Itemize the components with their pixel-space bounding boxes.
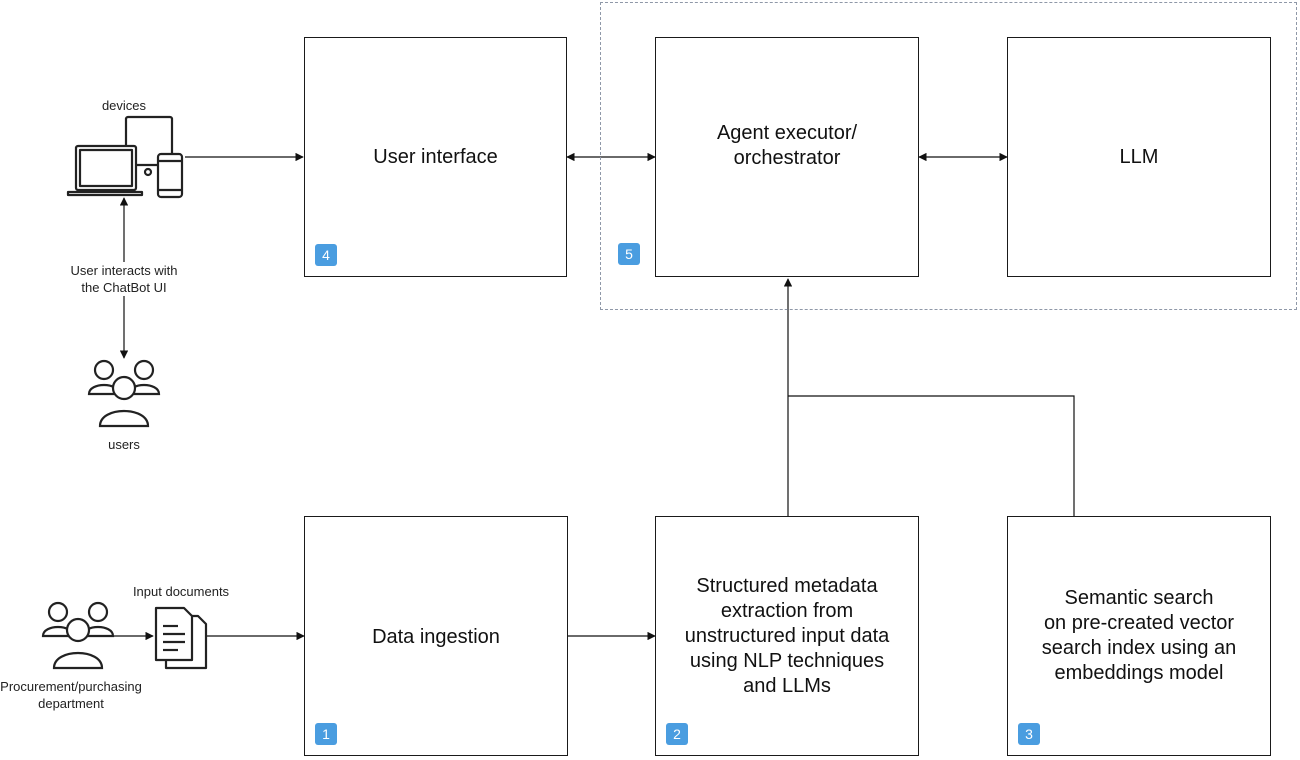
user-interface-label: User interface [373,145,498,168]
structured-metadata-label: Structured metadata extraction from unst… [684,574,890,697]
llm-label: LLM [1119,145,1159,168]
data-ingestion-label: Data ingestion [372,625,500,648]
semantic-search-label: Semantic search on pre-created vector se… [1041,587,1237,684]
input-documents-caption: Input documents [132,584,230,599]
users-icon [87,359,161,428]
badge-1: 1 [315,723,337,745]
badge-4: 4 [315,244,337,266]
devices-icon [66,115,184,199]
procurement-users-icon [41,601,115,670]
badge-3: 3 [1018,723,1040,745]
semantic-search-box: Semantic search on pre-created vector se… [1007,516,1271,756]
procurement-caption: Procurement/purchasing department [0,679,142,711]
agent-executor-label: Agent executor/ orchestrator [716,122,858,169]
devices-caption: devices [101,98,147,113]
documents-icon [154,606,208,670]
agent-executor-box: Agent executor/ orchestrator [655,37,919,277]
badge-2: 2 [666,723,688,745]
llm-box: LLM [1007,37,1271,277]
structured-metadata-box: Structured metadata extraction from unst… [655,516,919,756]
user-interface-box: User interface 4 [304,37,567,277]
data-ingestion-box: Data ingestion 1 [304,516,568,756]
line-semantic-to-junction [788,395,1075,516]
badge-5: 5 [618,243,640,265]
orchestration-group [600,2,1297,310]
users-caption: users [108,437,140,452]
user-interacts-caption: User interacts with the ChatBot UI [54,262,194,296]
